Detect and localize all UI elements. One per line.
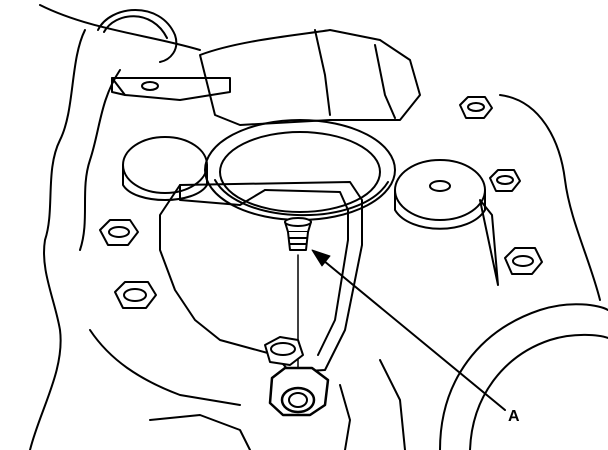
bolt-left-upper — [99, 219, 139, 246]
bolt-right-lower — [504, 247, 543, 275]
housing-right-arc — [439, 303, 608, 450]
housing-top-edge — [39, 4, 201, 51]
right-boss-hole — [429, 180, 451, 192]
housing-bottom-detail — [149, 414, 251, 450]
bracket-arm — [111, 77, 231, 101]
dowel-pin — [284, 217, 312, 251]
bracket-arm-side — [111, 77, 126, 96]
seal-inner — [219, 131, 381, 213]
right-boss-side — [394, 189, 486, 230]
callout-a-label: A — [508, 408, 520, 425]
mounting-plate-flange — [179, 184, 266, 206]
housing-bottom-left — [89, 329, 241, 406]
wire-loop — [97, 9, 178, 63]
wire-loop-inner — [103, 15, 168, 39]
mounting-plate-inner — [264, 189, 349, 356]
bolt-left-lower — [114, 281, 157, 309]
housing-left-contour — [29, 29, 86, 450]
bolt-right-top — [459, 96, 493, 119]
flange-nut — [268, 366, 330, 417]
upper-cover — [199, 29, 421, 126]
bracket-hole — [141, 81, 159, 91]
callout-a-leader — [317, 255, 506, 411]
seal-shadow — [214, 179, 389, 217]
right-fin — [479, 199, 499, 286]
bolt-right-middle — [489, 169, 521, 192]
housing-bottom-detail-2 — [339, 384, 351, 450]
callout-a-arrowhead — [311, 249, 331, 267]
housing-left-inner-contour — [79, 69, 121, 251]
housing-right-arc-inner — [469, 333, 608, 450]
bolt-center — [264, 336, 304, 366]
housing-bottom-detail-3 — [379, 359, 406, 450]
upper-cover-ridge — [314, 29, 331, 116]
upper-cover-ridge-2 — [374, 44, 396, 119]
housing-right-contour — [499, 94, 601, 301]
left-boss-side — [122, 164, 208, 201]
